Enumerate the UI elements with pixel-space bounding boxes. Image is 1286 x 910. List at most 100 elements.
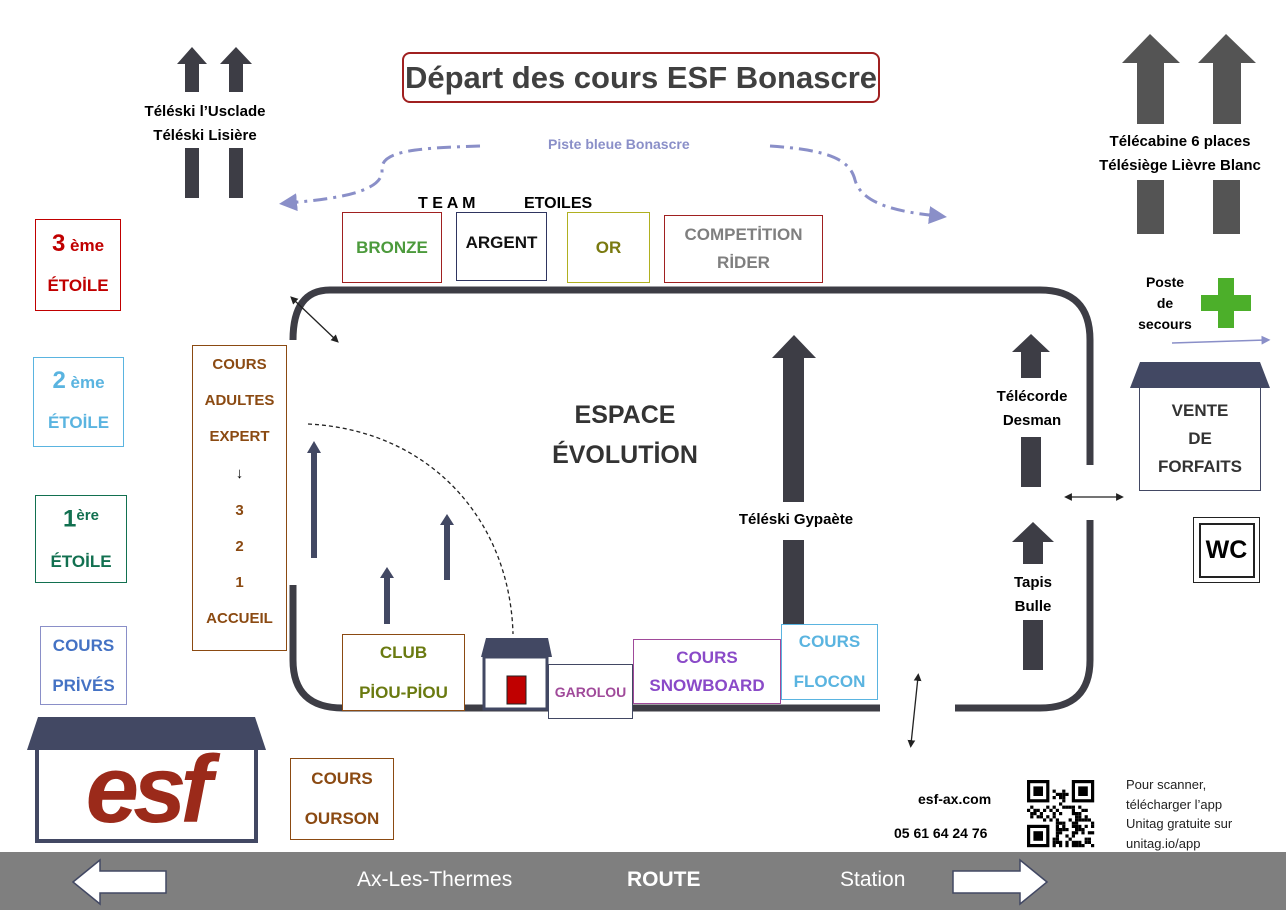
- up-arrow-icon: [440, 514, 454, 580]
- first-star-label: ÉTOİLE: [50, 551, 112, 571]
- cours-flocon-box: COURS FLOCON: [781, 624, 878, 700]
- up-arrow-icon: [380, 567, 394, 624]
- wc-label: WC: [1198, 522, 1255, 578]
- scan-line2: télécharger l’app: [1126, 796, 1223, 812]
- double-arrow-icon: [907, 673, 922, 748]
- club-line1: CLUB: [379, 642, 428, 662]
- evolution-track: [330, 286, 1094, 465]
- piste-curve-left: [279, 144, 481, 212]
- etoiles-label: ETOILES: [524, 195, 593, 212]
- adultes-line3: EXPERT: [209, 428, 270, 445]
- tapis-line1: Tapis: [1013, 574, 1053, 591]
- adultes-line2: ADULTES: [204, 392, 275, 409]
- second-star-box: 2 ème ÉTOİLE: [33, 357, 124, 447]
- secours-line1: Poste: [1145, 274, 1185, 290]
- double-arrow-icon: [290, 296, 339, 343]
- first-star-suffix: ère: [76, 507, 99, 525]
- first-aid-cross-icon: [1201, 278, 1251, 328]
- up-arrow-icon: [772, 335, 816, 628]
- lift-gypaete: Téléski Gypaète: [738, 511, 854, 528]
- second-star-suffix: ème: [65, 373, 105, 392]
- group-bronze: BRONZE: [342, 212, 442, 283]
- vente-line3: FORFAITS: [1157, 457, 1243, 476]
- prives-line2: PRİVÉS: [52, 675, 115, 695]
- lift-label-usclade: Téléski l’Usclade Téléski Lisière: [130, 100, 280, 148]
- ourson-line2: OURSON: [304, 809, 380, 828]
- qr-code-icon: [1027, 780, 1095, 848]
- club-piou-piou-box: CLUB PİOU-PİOU: [342, 634, 465, 711]
- lift-usclade: Téléski l’Usclade: [144, 103, 266, 120]
- lift-tapis: Tapis Bulle: [983, 571, 1083, 619]
- third-star-number: 3: [51, 230, 66, 257]
- up-arrow-icon: [1198, 34, 1256, 234]
- secours-line2: de: [1156, 295, 1174, 311]
- road-bar: [0, 852, 1286, 910]
- esf-logo: esf: [85, 736, 213, 843]
- prives-line1: COURS: [52, 635, 115, 655]
- group-or: OR: [567, 212, 650, 283]
- piste-curve-right: [769, 144, 947, 225]
- espace-evolution-label: ESPACE ÉVOLUTİON: [520, 395, 730, 475]
- vente-roof: [1130, 362, 1270, 388]
- cours-adultes-box: COURS ADULTES EXPERT ↓ 3 2 1 ACCUEIL: [192, 345, 287, 651]
- espace-line2: ÉVOLUTİON: [552, 441, 698, 469]
- website-label: esf-ax.com: [918, 791, 992, 807]
- wc-box: WC: [1193, 517, 1260, 583]
- adultes-level-1: 1: [235, 574, 244, 591]
- hut-icon: [481, 638, 552, 711]
- lift-label-telecabine: Télécabine 6 places Télésiège Lièvre Bla…: [1085, 130, 1275, 178]
- competition-line2: RİDER: [717, 253, 770, 272]
- espace-line1: ESPACE: [574, 401, 676, 429]
- second-star-title: 2 ème: [52, 368, 104, 396]
- lift-telesiege: Télésiège Lièvre Blanc: [1099, 157, 1261, 174]
- lift-lisiere: Téléski Lisière: [153, 127, 257, 144]
- esf-roof: [27, 717, 266, 750]
- telecorde-line2: Desman: [1002, 412, 1062, 429]
- up-arrow-icon: [307, 441, 321, 558]
- competition-line1: COMPETİTION: [684, 225, 803, 244]
- scan-line3: Unitag gratuite sur: [1126, 816, 1233, 831]
- adultes-level-2: 2: [235, 538, 244, 555]
- scan-instructions: Pour scanner, télécharger l’app Unitag g…: [1126, 775, 1232, 853]
- evolution-track-bottom-left: [289, 585, 880, 712]
- ourson-line1: COURS: [311, 769, 373, 788]
- flocon-line1: COURS: [798, 632, 861, 651]
- cours-snowboard-box: COURS SNOWBOARD: [633, 639, 781, 704]
- lift-telecorde: Télécorde Desman: [982, 385, 1082, 433]
- snowboard-line2: SNOWBOARD: [649, 675, 765, 695]
- third-star-title: 3 ème: [52, 231, 104, 259]
- page-title: Départ des cours ESF Bonascre: [402, 52, 880, 103]
- team-label: T E A M: [418, 195, 476, 212]
- first-star-number: 1: [63, 505, 77, 533]
- garolou-box: GAROLOU: [548, 664, 633, 719]
- up-arrow-icon: [177, 47, 207, 198]
- group-argent: ARGENT: [456, 212, 547, 281]
- piste-label: Piste bleue Bonascre: [548, 136, 690, 152]
- third-star-suffix: ème: [65, 236, 105, 255]
- first-star-box: 1ère ÉTOİLE: [35, 495, 127, 583]
- scan-line1: Pour scanner,: [1126, 777, 1207, 792]
- dashed-path: [307, 423, 514, 635]
- first-star-title: 1ère: [63, 503, 99, 535]
- flocon-line2: FLOCON: [793, 672, 866, 691]
- up-arrow-icon: [1012, 522, 1054, 670]
- group-competition: COMPETİTION RİDER: [664, 215, 823, 283]
- evolution-track-bottom-right: [955, 520, 1094, 712]
- up-arrow-icon: [220, 47, 252, 198]
- cours-prives-box: COURS PRİVÉS: [40, 626, 127, 705]
- poste-secours-label: Poste de secours: [1127, 272, 1203, 335]
- secours-line3: secours: [1138, 316, 1192, 332]
- adultes-line1: COURS: [212, 356, 267, 373]
- tapis-line2: Bulle: [1014, 598, 1052, 615]
- third-star-box: 3 ème ÉTOİLE: [35, 219, 121, 311]
- road-left-label: Ax-Les-Thermes: [357, 868, 513, 891]
- scan-line4: unitag.io/app: [1126, 835, 1201, 851]
- secours-arrow: [1171, 335, 1271, 345]
- vente-line1: VENTE: [1171, 401, 1229, 420]
- adultes-accueil: ACCUEIL: [206, 610, 273, 627]
- phone-label: 05 61 64 24 76: [894, 825, 988, 841]
- club-line2: PİOU-PİOU: [359, 682, 448, 702]
- down-arrow-icon: ↓: [235, 465, 244, 482]
- telecorde-line1: Télécorde: [996, 388, 1068, 405]
- vente-line2: DE: [1188, 429, 1212, 448]
